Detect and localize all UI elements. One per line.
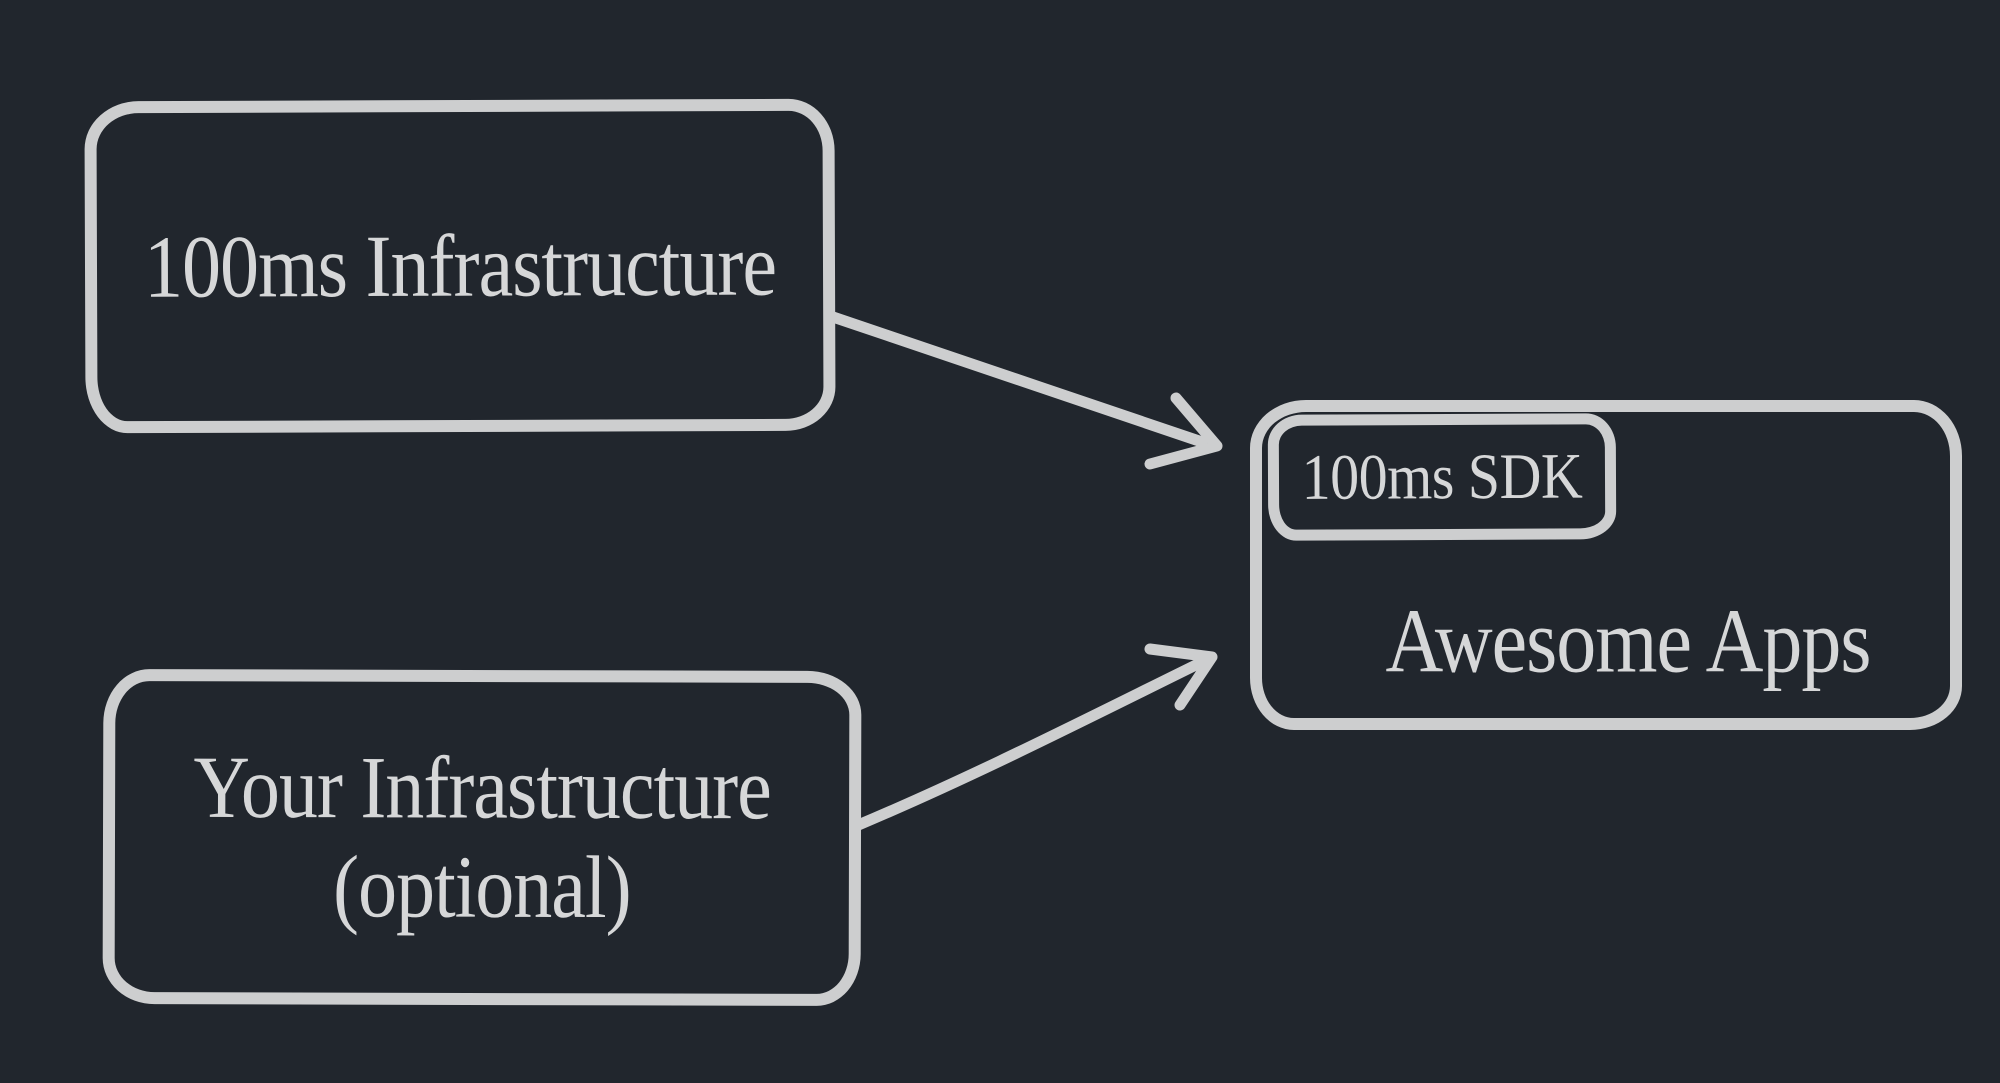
node-100ms-sdk[interactable]: 100ms SDK bbox=[1267, 413, 1617, 541]
arrow-head-icon bbox=[1144, 392, 1223, 470]
arrow-shaft bbox=[827, 311, 1208, 448]
node-awesome-apps-label: Awesome Apps bbox=[1385, 591, 1871, 693]
arrow-your-infrastructure-to-awesome-apps[interactable] bbox=[850, 643, 1218, 832]
node-your-infrastructure-label-line1: Your Infrastructure bbox=[193, 737, 771, 838]
node-100ms-infrastructure-label: 100ms Infrastructure bbox=[143, 215, 777, 317]
arrow-shaft bbox=[850, 656, 1208, 832]
arrow-head-icon bbox=[1144, 643, 1218, 711]
arrow-100ms-infrastructure-to-awesome-apps[interactable] bbox=[827, 311, 1223, 470]
node-your-infrastructure-label-line2: (optional) bbox=[332, 837, 631, 938]
node-100ms-infrastructure[interactable]: 100ms Infrastructure bbox=[84, 98, 836, 434]
node-100ms-sdk-label: 100ms SDK bbox=[1301, 438, 1583, 513]
node-awesome-apps-label-wrap: Awesome Apps bbox=[1272, 588, 1984, 698]
node-your-infrastructure-label: Your Infrastructure (optional) bbox=[193, 737, 771, 938]
node-your-infrastructure[interactable]: Your Infrastructure (optional) bbox=[102, 669, 862, 1006]
node-awesome-apps[interactable] bbox=[1250, 400, 1962, 730]
